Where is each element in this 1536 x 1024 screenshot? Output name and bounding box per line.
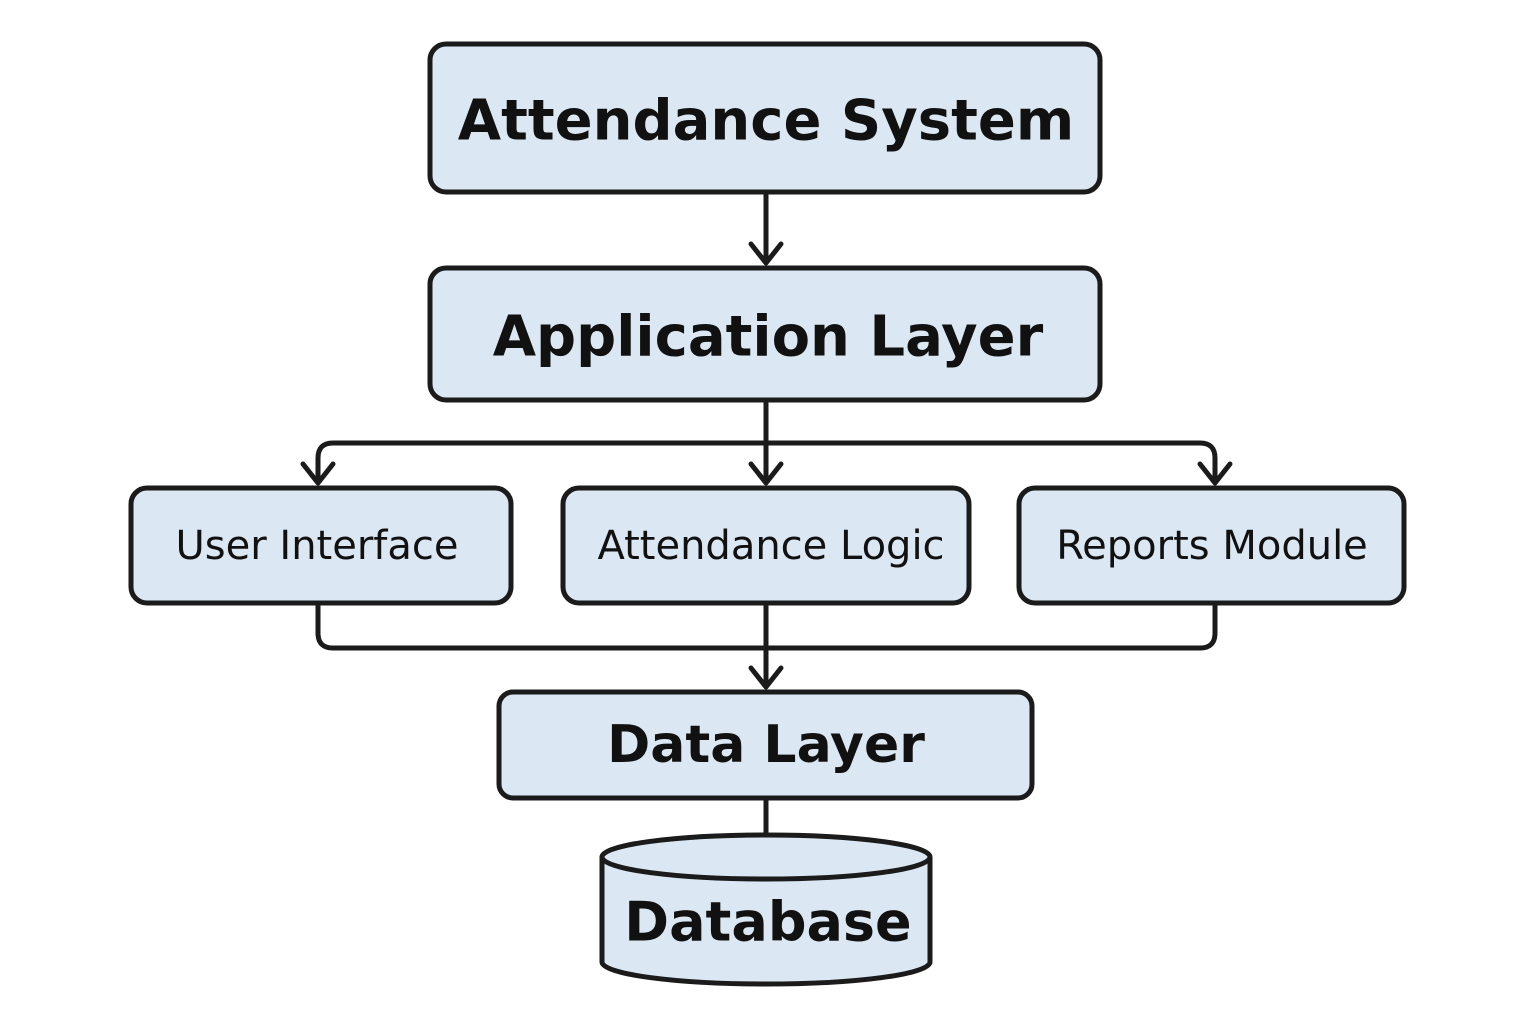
- node-data-layer: Data Layer: [496, 689, 1035, 801]
- arrowhead-application-layer: [748, 241, 784, 266]
- data-layer-box: [496, 689, 1035, 801]
- arrowhead-attendance-logic: [748, 461, 784, 486]
- database-cylinder-top: [599, 832, 933, 882]
- reports-module-box: [1016, 485, 1407, 606]
- application-layer-label: Application Layer: [493, 305, 1044, 370]
- reports-module-label: Reports Module: [1056, 523, 1368, 569]
- node-application-layer: Application Layer: [427, 265, 1103, 403]
- node-user-interface: User Interface: [128, 485, 514, 606]
- node-reports-module: Reports Module: [1016, 485, 1407, 606]
- node-attendance-logic: Attendance Logic: [560, 485, 972, 606]
- user-interface-label: User Interface: [176, 523, 459, 569]
- attendance-system-box: [427, 41, 1103, 195]
- arrowhead-user-interface: [300, 461, 336, 486]
- attendance-system-label: Attendance System: [458, 89, 1074, 154]
- attendance-logic-box: [560, 485, 972, 606]
- arrowhead-data-layer: [748, 665, 784, 690]
- node-attendance-system: Attendance System: [427, 41, 1103, 195]
- user-interface-box: [128, 485, 514, 606]
- application-layer-box: [427, 265, 1103, 403]
- arrowhead-reports-module: [1197, 461, 1233, 486]
- attendance-logic-label: Attendance Logic: [597, 523, 944, 569]
- data-layer-label: Data Layer: [607, 715, 925, 775]
- connectors: [300, 191, 1233, 853]
- database-cylinder-body: [599, 857, 933, 987]
- database-label: Database: [624, 891, 911, 954]
- node-database: Database: [599, 832, 933, 987]
